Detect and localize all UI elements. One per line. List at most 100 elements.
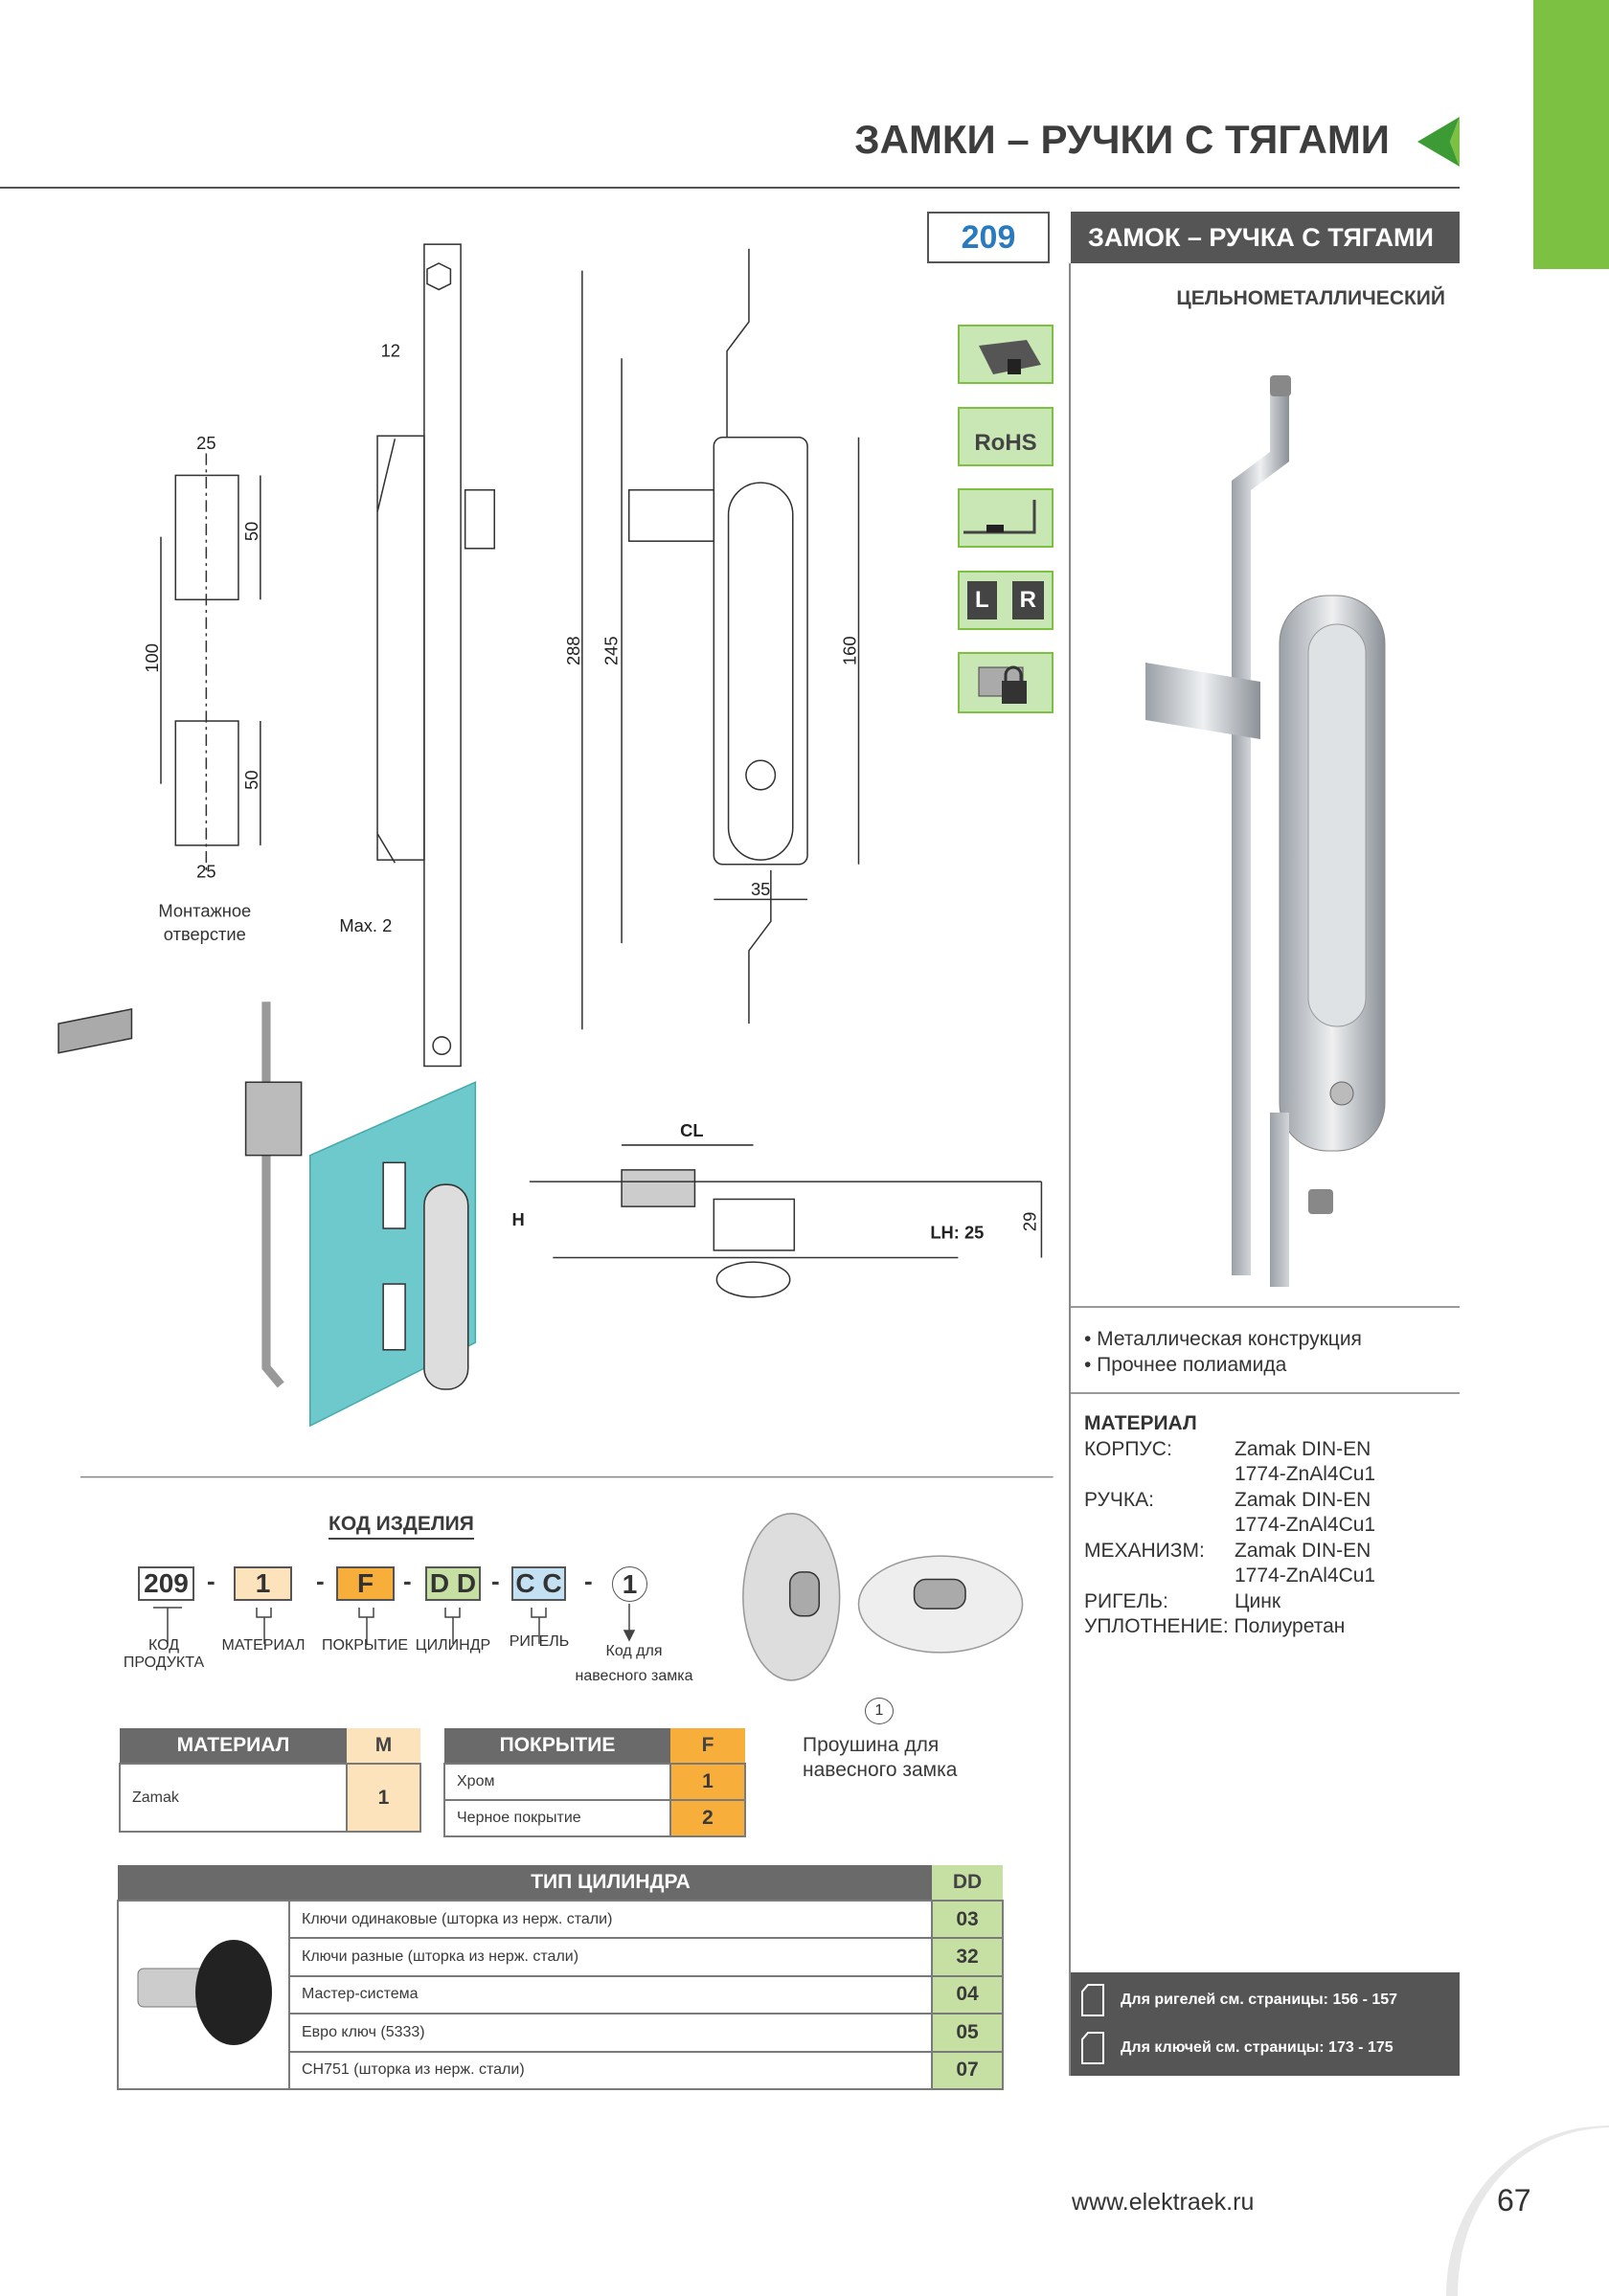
caption: Монтажное — [158, 901, 251, 921]
dim-label: 25 — [196, 433, 215, 453]
table-row: CH751 (шторка из нерж. стали)07 — [118, 2050, 1004, 2091]
code-material: 1 — [234, 1566, 292, 1601]
section-view-drawing: CL H LH: 25 29 — [512, 1120, 1043, 1298]
spec-value: Zamak DIN-EN — [1235, 1539, 1371, 1562]
divider — [1071, 1392, 1460, 1394]
spec-value: 1774-ZnAl4Cu1 — [1235, 1564, 1376, 1587]
padlock-eye-number: 1 — [865, 1698, 894, 1724]
table-header: ПОКРЫТИЕ — [444, 1728, 670, 1764]
code-padlock: 1 — [612, 1566, 647, 1602]
dim-label: 12 — [381, 341, 400, 361]
cylinder-image — [117, 1900, 290, 2090]
code-connectors — [153, 1604, 636, 1644]
divider — [1071, 1306, 1460, 1308]
dim-label: 50 — [241, 522, 261, 541]
page-icon — [1081, 1984, 1104, 2016]
table-row: Ключи одинаковые (шторка из нерж. стали)… — [117, 1899, 1004, 2090]
page-number: 67 — [1497, 2183, 1531, 2217]
dim-label: 160 — [839, 636, 859, 665]
label-material: МАТЕРИАЛ — [221, 1637, 306, 1654]
spec-value: Zamak DIN-EN — [1235, 1437, 1371, 1460]
label-coating: ПОКРЫТИЕ — [321, 1637, 409, 1654]
spec-value: 1774-ZnAl4Cu1 — [1235, 1514, 1376, 1536]
reference-link[interactable]: Для ключей см. страницы: 173 - 175 — [1080, 2032, 1394, 2064]
spec-value: Zamak DIN-EN — [1235, 1488, 1371, 1511]
features-list: • Металлическая конструкция • Прочнее по… — [1084, 1326, 1362, 1378]
exploded-view — [57, 1002, 477, 1428]
label-bolt: РИГЕЛЬ — [509, 1633, 570, 1650]
product-code: 209 — [927, 212, 1050, 263]
dim-label: 288 — [563, 636, 583, 665]
dim-label: 50 — [241, 770, 261, 789]
material-title: МАТЕРИАЛ — [1084, 1412, 1197, 1434]
page-title: ЗАМКИ – РУЧКИ С ТЯГАМИ — [854, 117, 1390, 162]
table-row: Ключи разные (шторка из нерж. стали)32 — [118, 1937, 1004, 1977]
label-cylinder: ЦИЛИНДР — [415, 1637, 491, 1654]
code-cylinder: D D — [425, 1566, 481, 1601]
header-divider — [0, 187, 1460, 189]
caption: отверстие — [164, 924, 246, 944]
spec-key: РУЧКА: — [1084, 1488, 1154, 1511]
side-view-drawing: 12 Max. 2 — [339, 243, 495, 1068]
table-row: Евро ключ (5333)05 — [118, 2013, 1004, 2053]
dash: - — [403, 1566, 412, 1595]
table-header: F — [670, 1728, 745, 1764]
product-name: ЗАМОК – РУЧКА С ТЯГАМИ — [1071, 212, 1460, 263]
feature-item: • Металлическая конструкция — [1084, 1328, 1362, 1350]
table-header: МАТЕРИАЛ — [120, 1728, 347, 1764]
dim-label: 35 — [751, 879, 770, 899]
dim-label: H — [512, 1209, 525, 1229]
front-view-drawing: 288 245 160 35 — [563, 248, 859, 1030]
reference-text: Для ригелей см. страницы: 156 - 157 — [1121, 1992, 1398, 2008]
table-header: DD — [932, 1865, 1003, 1901]
green-tab — [1533, 0, 1609, 269]
dash: - — [207, 1566, 215, 1595]
padlock-eye-images — [742, 1513, 1024, 1681]
code-title: КОД ИЗДЕЛИЯ — [329, 1513, 474, 1540]
code-product: 209 — [138, 1566, 194, 1601]
dim-label: LH: 25 — [930, 1223, 984, 1243]
spec-value: Полиуретан — [1234, 1615, 1346, 1637]
spec-value: 1774-ZnAl4Cu1 — [1235, 1463, 1376, 1485]
reference-link[interactable]: Для ригелей см. страницы: 156 - 157 — [1080, 1984, 1397, 2016]
rohs-icon: RoHS — [958, 407, 1054, 466]
spec-value: Цинк — [1235, 1589, 1281, 1612]
spec-key: РИГЕЛЬ: — [1084, 1589, 1168, 1612]
reference-text: Для ключей см. страницы: 173 - 175 — [1121, 2039, 1394, 2056]
dim-label: 25 — [196, 861, 215, 881]
right-label: R — [1011, 581, 1044, 619]
spec-key: МЕХАНИЗМ: — [1084, 1539, 1205, 1562]
dim-label: 100 — [142, 643, 162, 673]
dim-label: Max. 2 — [339, 915, 392, 935]
profile-icon — [958, 325, 1054, 384]
rohs-label: RoHS — [974, 430, 1037, 456]
triangle-icon — [1417, 117, 1460, 167]
spec-key: КОРПУС: — [1084, 1437, 1172, 1460]
spec-key: УПЛОТНЕНИЕ: — [1084, 1615, 1229, 1637]
table-header: ТИП ЦИЛИНДРА — [289, 1865, 932, 1901]
page-curl — [1446, 2126, 1609, 2296]
references-box: Для ригелей см. страницы: 156 - 157 Для … — [1071, 1972, 1460, 2076]
page-icon — [1081, 2032, 1104, 2064]
table-header: M — [347, 1728, 420, 1764]
dash: - — [491, 1566, 500, 1595]
padlock-icon — [958, 652, 1054, 713]
right-panel-border — [1069, 263, 1071, 2076]
spec-row-seal: УПЛОТНЕНИЕ: Полиуретан — [1084, 1614, 1448, 1640]
left-label: L — [966, 581, 997, 619]
website-link[interactable]: www.elektraek.ru — [1072, 2189, 1255, 2216]
dim-label: 245 — [601, 636, 622, 665]
